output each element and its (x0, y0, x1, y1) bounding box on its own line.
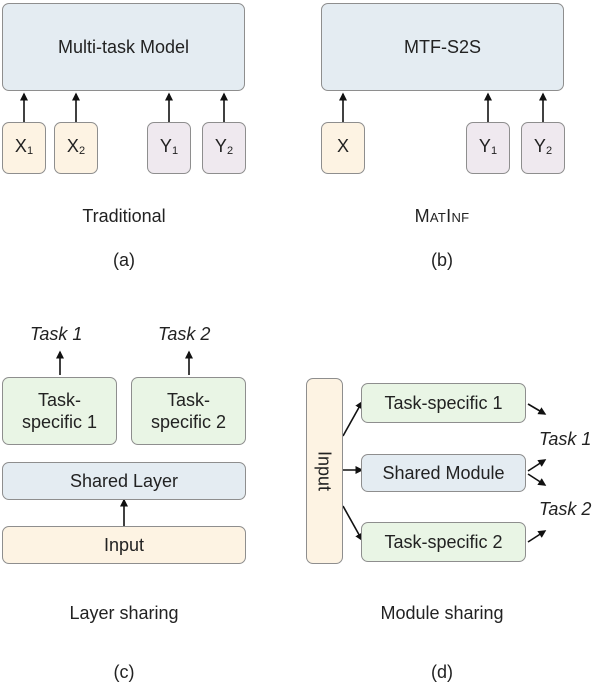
input-x1-box: X1 (2, 122, 46, 174)
output-b-y1-label: Y1 (478, 135, 498, 157)
caption-d: (d) (431, 662, 453, 682)
d-task-specific2-box: Task-specific 2 (361, 522, 526, 562)
d-task-specific2-label: Task-specific 2 (384, 532, 503, 552)
traditional-label: Traditional (82, 206, 166, 226)
d-input-box: Input (306, 378, 343, 564)
input-x-label: X (336, 135, 349, 156)
mtf-s2s-model-box: MTF-S2S (321, 3, 564, 91)
output-y2-label: Y2 (214, 135, 234, 157)
c-shared-layer-box: Shared Layer (2, 462, 246, 500)
input-x2-box: X2 (54, 122, 98, 174)
output-b-y2-box: Y2 (521, 122, 565, 174)
caption-a: (a) (113, 250, 135, 270)
matinf-label: MatInf (414, 206, 470, 226)
d-task1-label: Task 1 (539, 429, 592, 449)
mtf-s2s-model-label: MTF-S2S (403, 37, 481, 57)
caption-c: (c) (113, 662, 135, 682)
c-task1-label: Task 1 (30, 324, 83, 344)
c-input-box: Input (2, 526, 246, 564)
c-task-specific2-box: Task-specific 2 (131, 377, 246, 445)
c-task-specific1-box: Task-specific 1 (2, 377, 117, 445)
input-x-box: X (321, 122, 365, 174)
d-shared-module-box: Shared Module (361, 454, 526, 492)
arrow-d-input-specific1 (342, 400, 363, 437)
multi-task-model-box: Multi-task Model (2, 3, 245, 91)
d-input-label: Input (314, 450, 335, 492)
c-task2-label: Task 2 (158, 324, 211, 344)
layer-sharing-label: Layer sharing (69, 603, 179, 623)
output-b-y1-box: Y1 (466, 122, 510, 174)
output-y1-label: Y1 (159, 135, 179, 157)
output-y1-box: Y1 (147, 122, 191, 174)
caption-b: (b) (431, 250, 453, 270)
multi-task-model-label: Multi-task Model (57, 37, 190, 57)
output-b-y2-label: Y2 (533, 135, 553, 157)
input-x2-label: X2 (66, 135, 86, 157)
arrow-d-input-specific2 (342, 505, 363, 542)
input-x1-label: X1 (14, 135, 34, 157)
d-task2-label: Task 2 (539, 499, 592, 519)
d-task-specific1-box: Task-specific 1 (361, 383, 526, 423)
output-y2-box: Y2 (202, 122, 246, 174)
arrow-d-specific2-task2 (527, 530, 547, 543)
module-sharing-label: Module sharing (380, 603, 504, 623)
arrow-d-shared-task2 (527, 473, 547, 486)
c-task-specific1-label: Task-specific 1 (21, 390, 98, 432)
d-shared-module-label: Shared Module (382, 463, 505, 483)
c-shared-layer-label: Shared Layer (69, 471, 179, 491)
c-input-label: Input (103, 535, 145, 555)
arrow-d-shared-task1 (527, 459, 547, 472)
c-task-specific2-label: Task-specific 2 (150, 390, 227, 432)
d-task-specific1-label: Task-specific 1 (384, 393, 503, 413)
arrow-d-specific1-task1 (527, 403, 547, 415)
